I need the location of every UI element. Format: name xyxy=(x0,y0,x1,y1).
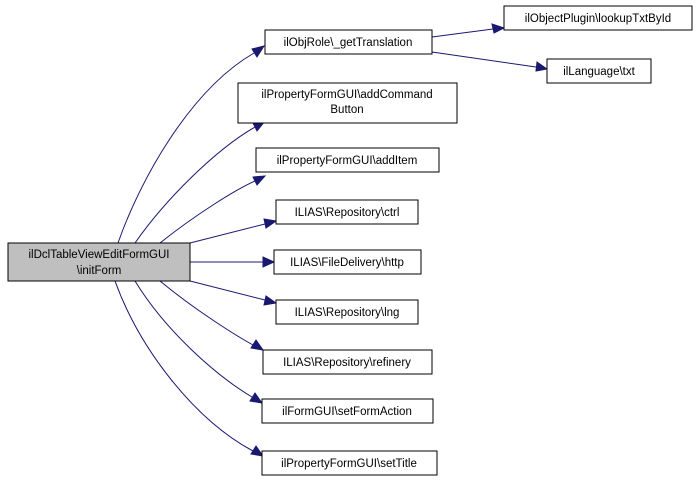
callee-label: ILIAS\FileDelivery\http xyxy=(290,257,404,269)
callee-label: ilObjRole\_getTranslation xyxy=(284,37,413,49)
arrow-root-refinery xyxy=(250,339,265,351)
arrow-gettranslation-lookuptxtbyid xyxy=(491,23,506,34)
root-label-line2: \initForm xyxy=(77,265,122,277)
callee-node-settitle[interactable]: ilPropertyFormGUI\setTitle xyxy=(261,450,438,476)
callee-node-lng[interactable]: ILIAS\Repository\lng xyxy=(275,299,419,325)
callee-label: ilFormGUI\setFormAction xyxy=(282,406,412,418)
callee-label: ILIAS\Repository\refinery xyxy=(283,357,411,369)
root-label-line1: ilDclTableViewEditFormGUI xyxy=(28,249,169,261)
edge-root-refinery xyxy=(159,280,254,346)
edges xyxy=(114,23,549,457)
arrow-root-http xyxy=(262,256,276,268)
second-label: ilLanguage\txt xyxy=(563,66,635,78)
root-node[interactable]: ilDclTableViewEditFormGUI \initForm xyxy=(7,242,191,282)
callee-node-gettranslation[interactable]: ilObjRole\_getTranslation xyxy=(264,29,433,55)
callee-label: ILIAS\Repository\ctrl xyxy=(295,207,400,219)
callee-label: ILIAS\Repository\lng xyxy=(295,307,400,319)
callee-node-setformaction[interactable]: ilFormGUI\setFormAction xyxy=(261,398,434,424)
callee-node-http[interactable]: ILIAS\FileDelivery\http xyxy=(273,249,422,275)
edge-root-additem xyxy=(159,180,256,244)
callee-node-additem[interactable]: ilPropertyFormGUI\addItem xyxy=(255,147,440,173)
callee-node-addcommandbutton[interactable]: ilPropertyFormGUI\addCommand Button xyxy=(237,82,458,124)
edge-gettranslation-txt xyxy=(431,51,537,68)
edge-root-setformaction xyxy=(134,280,253,398)
arrow-gettranslation-txt xyxy=(535,61,549,72)
second-node-txt[interactable]: ilLanguage\txt xyxy=(546,58,652,84)
callee-label: ilPropertyFormGUI\setTitle xyxy=(281,458,417,470)
callee-label: ilPropertyFormGUI\addItem xyxy=(277,155,418,167)
edge-root-gettranslation xyxy=(117,52,255,244)
edge-root-addcommandbutton xyxy=(134,126,256,244)
callee-node-refinery[interactable]: ILIAS\Repository\refinery xyxy=(262,349,433,375)
second-node-lookuptxtbyid[interactable]: ilObjectPlugin\lookupTxtById xyxy=(503,5,693,31)
arrow-root-additem xyxy=(252,175,267,186)
edge-gettranslation-lookuptxtbyid xyxy=(431,28,494,38)
arrow-root-settitle xyxy=(250,445,265,457)
edge-root-settitle xyxy=(114,280,254,452)
arrow-root-ctrl xyxy=(263,218,278,229)
callee-label-line1: ilPropertyFormGUI\addCommand xyxy=(261,89,432,101)
arrow-root-lng xyxy=(263,295,278,306)
edge-root-lng xyxy=(189,280,266,301)
callee-node-ctrl[interactable]: ILIAS\Repository\ctrl xyxy=(275,199,419,225)
callee-label-line2: Button xyxy=(330,104,363,116)
arrow-root-gettranslation xyxy=(251,45,266,58)
second-label: ilObjectPlugin\lookupTxtById xyxy=(525,13,671,25)
arrow-root-setformaction xyxy=(249,392,264,404)
edge-root-ctrl xyxy=(189,223,266,244)
